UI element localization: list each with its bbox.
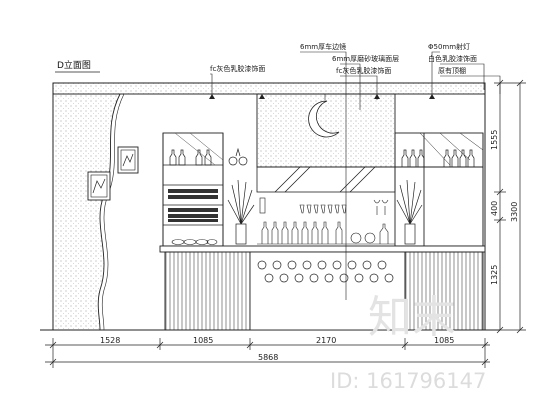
glass-row (259, 197, 389, 215)
dim-right-2: 400 (490, 201, 499, 216)
bar-counter (159, 245, 486, 331)
annotation-7: 原有顶棚 (438, 66, 466, 75)
bottles-left-top (169, 147, 248, 166)
picture-frame-upper (117, 146, 139, 174)
dim-bottom-2: 1085 (193, 336, 213, 345)
annotation-1: 6mm厚车边镜 (300, 42, 346, 51)
plant-right (396, 179, 423, 245)
leader-lines (210, 51, 501, 300)
counter-circle-pattern (257, 260, 394, 283)
bottle-row-center (257, 221, 395, 245)
center-back-panel (256, 93, 396, 168)
annotation-3: fc灰色乳胶漆饰面 (210, 64, 265, 73)
dim-bottom-1: 1528 (100, 336, 120, 345)
annotation-5: 白色乳胶漆饰面 (428, 54, 477, 63)
drawing-title: D立面图 (57, 59, 91, 71)
bottles-right-top (401, 149, 475, 167)
dim-bottom-3: 2170 (316, 336, 336, 345)
mirror-band (256, 166, 396, 193)
watermark-id: ID: 161796147 (330, 369, 486, 393)
dim-bottom-total: 5868 (258, 353, 278, 362)
bottom-dimension-line (45, 338, 490, 368)
ceiling-band (52, 82, 486, 95)
annotation-6: fc灰色乳胶漆饰面 (336, 66, 391, 75)
annotation-2: Φ50mm射灯 (428, 42, 470, 51)
dim-right-1: 1555 (490, 130, 499, 150)
left-wall-panel (53, 93, 125, 331)
plant-left (227, 179, 255, 245)
annotation-4: 6mm厚磨砂玻璃面层 (332, 54, 399, 63)
right-dimension-line (494, 79, 526, 334)
dim-bottom-4: 1085 (434, 336, 454, 345)
dim-right-total: 3300 (510, 202, 519, 222)
wine-rack-left (168, 189, 218, 245)
picture-frame-lower (87, 171, 111, 201)
dim-right-3: 1325 (490, 265, 499, 285)
watermark-logo-text: 知末 (368, 292, 456, 343)
